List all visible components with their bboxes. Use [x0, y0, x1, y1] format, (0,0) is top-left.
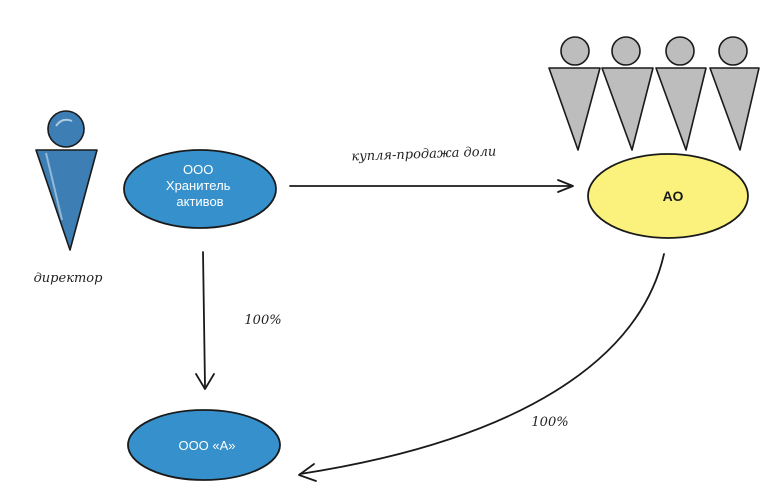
director-body [35, 149, 98, 251]
shareholder-person-icon [709, 36, 760, 151]
shareholders-group [548, 36, 760, 151]
node-ooo-a: ООО «А» [127, 409, 281, 481]
edge-ao-to-ooo-a: 100% [298, 253, 665, 482]
edge-holder-to-ao-label: купля-продажа доли [351, 144, 496, 164]
node-ao-label: АО [663, 188, 684, 204]
node-holder-line-2: Хранитель [166, 178, 231, 193]
edge-ao-to-ooo-a-line [299, 253, 665, 475]
edge-holder-to-ooo-a-label: 100% [244, 313, 281, 328]
arrowhead-down-icon [195, 373, 215, 390]
node-holder-line-1: ООО [183, 162, 213, 177]
director-head [47, 110, 85, 148]
node-holder-label: ООО Хранитель активов [166, 162, 234, 209]
node-holder-line-3: активов [176, 194, 223, 209]
shareholder-person-icon [548, 36, 601, 151]
node-holder-ellipse [123, 149, 277, 229]
director-label: директор [34, 271, 104, 286]
director-figure: директор [34, 110, 104, 286]
edge-holder-to-ooo-a-line [202, 251, 206, 387]
node-ao-ellipse [587, 153, 749, 239]
edge-holder-to-ao: купля-продажа доли [289, 144, 574, 193]
node-ooo-a-ellipse [127, 409, 281, 481]
arrowhead-left-icon [298, 463, 317, 482]
shareholder-person-icon [601, 36, 654, 151]
arrowhead-right-icon [557, 179, 574, 193]
edge-ao-to-ooo-a-label: 100% [531, 415, 568, 430]
director-person-icon [35, 110, 98, 251]
node-holder: ООО Хранитель активов [123, 149, 277, 229]
node-ao: АО [587, 153, 749, 239]
edge-holder-to-ooo-a: 100% [195, 251, 282, 390]
shareholder-person-icon [655, 36, 707, 151]
node-ooo-a-label: ООО «А» [178, 438, 235, 453]
